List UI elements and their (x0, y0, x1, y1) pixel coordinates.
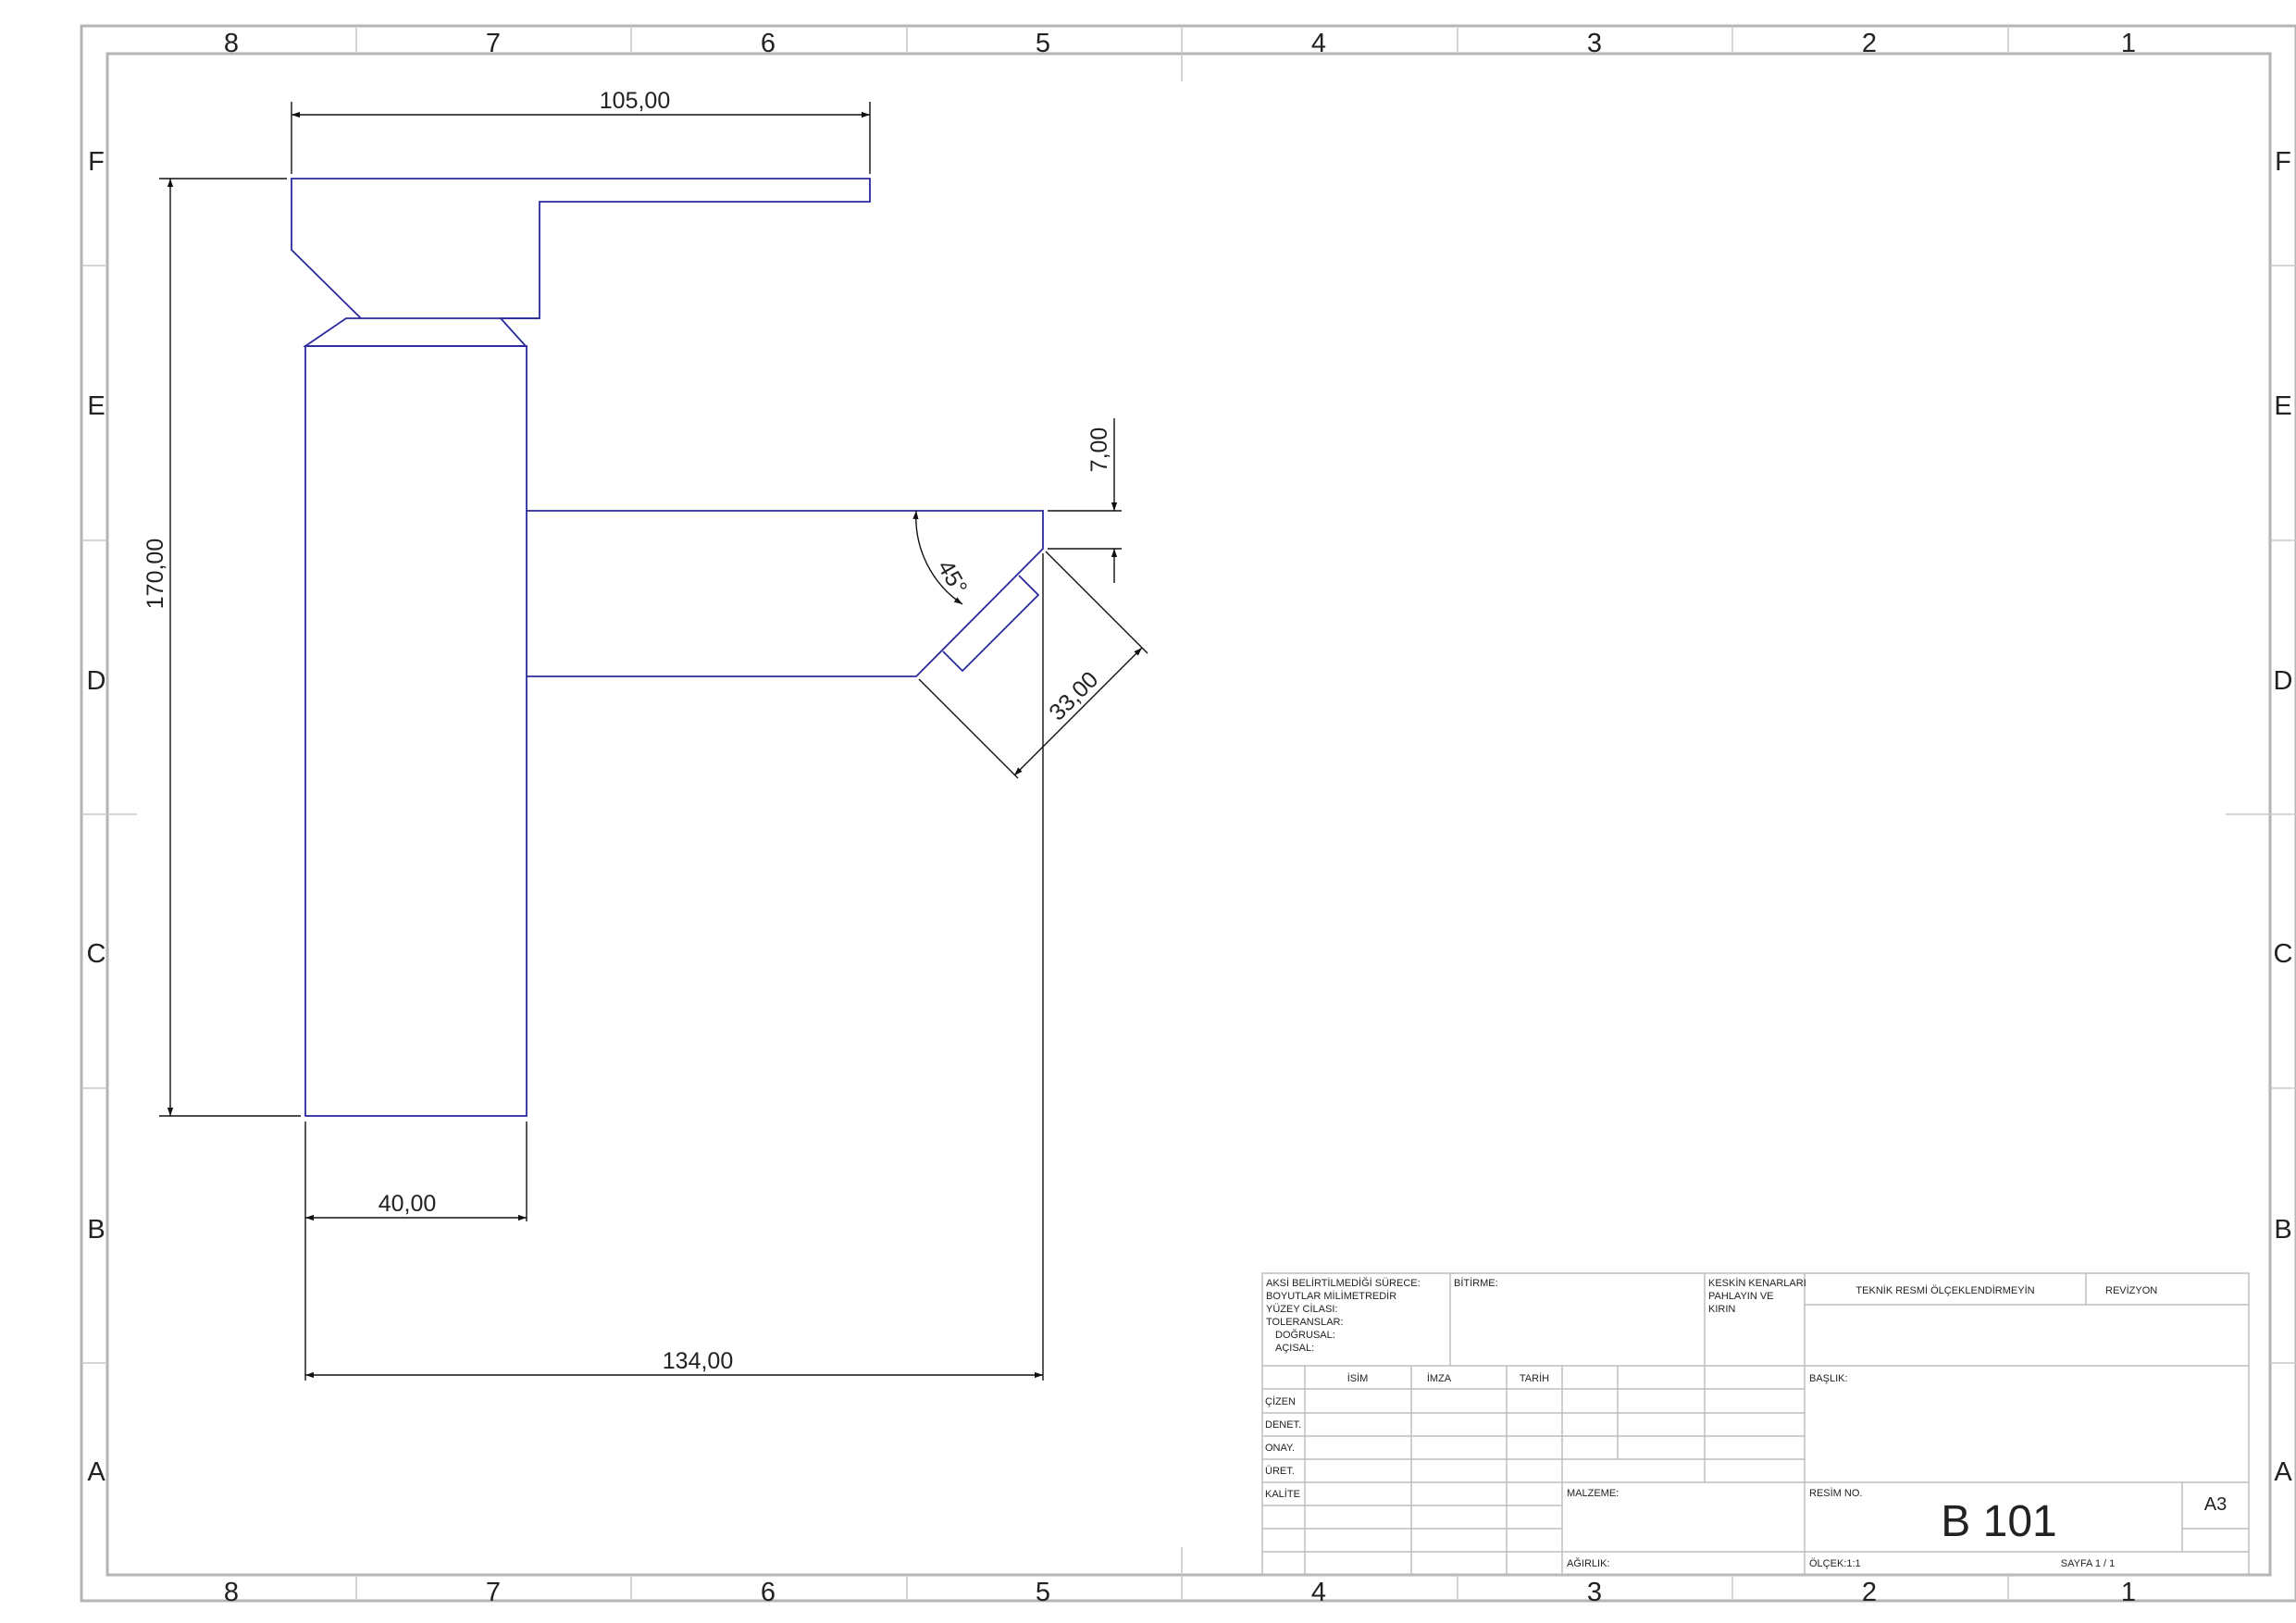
zone-row-labels-left: F E D C B A (87, 147, 106, 1487)
tb-edges-line-3: KIRIN (1708, 1304, 1735, 1315)
handle-outline (291, 178, 871, 319)
zone-row-labels-right: F E D C B A (2274, 147, 2293, 1487)
tb-note-line-5: DOĞRUSAL: (1275, 1329, 1335, 1341)
title-block: AKSİ BELİRTİLMEDİĞİ SÜRECE: BOYUTLAR MİL… (1261, 1272, 2250, 1576)
tb-edges-line-1: KESKİN KENARLARI (1708, 1277, 1806, 1289)
tb-title-label: BAŞLIK: (1809, 1373, 1848, 1384)
zone-col-6-bottom: 6 (761, 1578, 776, 1607)
zone-row-d-right: D (2274, 666, 2293, 696)
tb-row-checked: DENET. (1265, 1419, 1301, 1431)
zone-row-c-right: C (2274, 939, 2293, 969)
zone-col-7-bottom: 7 (486, 1578, 501, 1607)
neck-outline (303, 317, 540, 347)
dim-body-width: 40,00 (379, 1191, 437, 1217)
body-outline (304, 345, 527, 1117)
tb-row-quality: KALİTE (1265, 1488, 1300, 1500)
tb-drawing-no-label: RESİM NO. (1809, 1487, 1862, 1499)
inner-border (105, 52, 2272, 1577)
zone-column-labels-bottom: 8 7 6 5 4 3 2 1 (224, 1578, 2136, 1607)
zone-col-1: 1 (2121, 29, 2136, 58)
dimension-labels: 105,00 170,00 40,00 134,00 7,00 33,00 45… (143, 88, 1112, 1374)
dim-overall-length: 134,00 (663, 1348, 733, 1374)
tb-sheet: SAYFA 1 / 1 (2061, 1558, 2116, 1569)
tb-row-drawn: ÇİZEN (1265, 1395, 1296, 1407)
tb-row-manufactured: ÜRET. (1265, 1466, 1295, 1477)
tb-note-line-2: BOYUTLAR MİLİMETREDİR (1266, 1290, 1396, 1302)
zone-col-7: 7 (486, 29, 501, 58)
spout-outline (527, 510, 1044, 677)
zone-row-f: F (88, 147, 105, 177)
zone-col-3-bottom: 3 (1587, 1578, 1602, 1607)
zone-row-a-right: A (2274, 1457, 2292, 1487)
aerator-outline (942, 575, 1040, 673)
dim-tip-length: 33,00 (1044, 666, 1103, 725)
zone-col-2: 2 (1862, 29, 1877, 58)
tb-scale: ÖLÇEK:1:1 (1809, 1558, 1861, 1569)
dim-top-width: 105,00 (600, 88, 670, 114)
zone-col-3: 3 (1587, 29, 1602, 58)
tb-weight-label: AĞIRLIK: (1567, 1557, 1609, 1569)
tb-note-line-1: AKSİ BELİRTİLMEDİĞİ SÜRECE: (1266, 1277, 1421, 1289)
tb-finish-label: BİTİRME: (1454, 1277, 1498, 1289)
tb-col-signature: İMZA (1427, 1372, 1452, 1384)
dimension-lines (159, 102, 1148, 1381)
outer-border (80, 24, 2296, 1603)
zone-row-b-right: B (2274, 1215, 2291, 1245)
tb-drawing-number: B 101 (1941, 1497, 2056, 1546)
zone-column-labels-top: 8 7 6 5 4 3 2 1 (224, 29, 2136, 58)
zone-row-e: E (87, 391, 105, 421)
tb-col-name: İSİM (1347, 1372, 1369, 1384)
zone-col-4-bottom: 4 (1311, 1578, 1326, 1607)
zone-grid (81, 26, 2296, 1601)
zone-col-2-bottom: 2 (1862, 1578, 1877, 1607)
tb-sheet-size: A3 (2204, 1494, 2227, 1515)
faucet-part (291, 178, 1044, 1117)
zone-col-1-bottom: 1 (2121, 1578, 2136, 1607)
tb-row-approved: ONAY. (1265, 1443, 1295, 1454)
zone-row-a: A (87, 1457, 105, 1487)
tb-edges-line-2: PAHLAYIN VE (1708, 1291, 1774, 1302)
zone-col-8-bottom: 8 (224, 1578, 239, 1607)
zone-col-4: 4 (1311, 29, 1326, 58)
zone-row-d: D (87, 666, 106, 696)
zone-col-5: 5 (1036, 29, 1050, 58)
dim-spout-offset: 7,00 (1086, 427, 1112, 473)
tb-revision-label: REVİZYON (2105, 1284, 2157, 1296)
zone-col-5-bottom: 5 (1036, 1578, 1050, 1607)
tb-note-line-3: YÜZEY CİLASI: (1266, 1303, 1337, 1315)
dim-angle: 45° (932, 556, 972, 600)
zone-col-8: 8 (224, 29, 239, 58)
zone-row-f-right: F (2275, 147, 2291, 177)
tb-material-label: MALZEME: (1567, 1488, 1619, 1499)
zone-row-e-right: E (2274, 391, 2291, 421)
zone-row-c: C (87, 939, 106, 969)
zone-row-b: B (87, 1215, 105, 1245)
tb-no-scale: TEKNİK RESMİ ÖLÇEKLENDİRMEYİN (1855, 1284, 2034, 1296)
tb-note-line-4: TOLERANSLAR: (1266, 1317, 1344, 1328)
tb-col-date: TARİH (1520, 1372, 1549, 1384)
zone-col-6: 6 (761, 29, 776, 58)
dim-height: 170,00 (143, 539, 168, 609)
tb-note-line-6: AÇISAL: (1275, 1343, 1314, 1354)
